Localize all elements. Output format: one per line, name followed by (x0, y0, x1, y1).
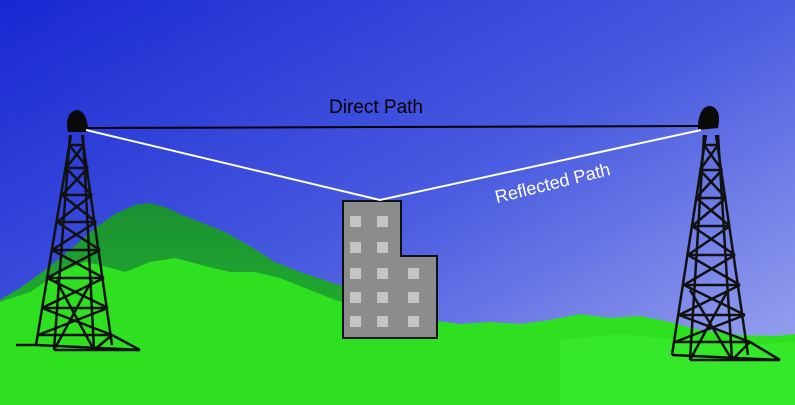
reflected-path-line (85, 129, 702, 202)
right-tower (670, 134, 781, 362)
right-antenna-dish-icon (698, 106, 719, 130)
direct-path-label: Direct Path (329, 97, 423, 118)
direct-path-line (85, 125, 701, 129)
left-antenna-dish-icon (67, 110, 88, 132)
ground-highlight (560, 334, 795, 405)
building (342, 200, 438, 339)
building-windows (350, 216, 419, 327)
left-tower (16, 134, 141, 352)
